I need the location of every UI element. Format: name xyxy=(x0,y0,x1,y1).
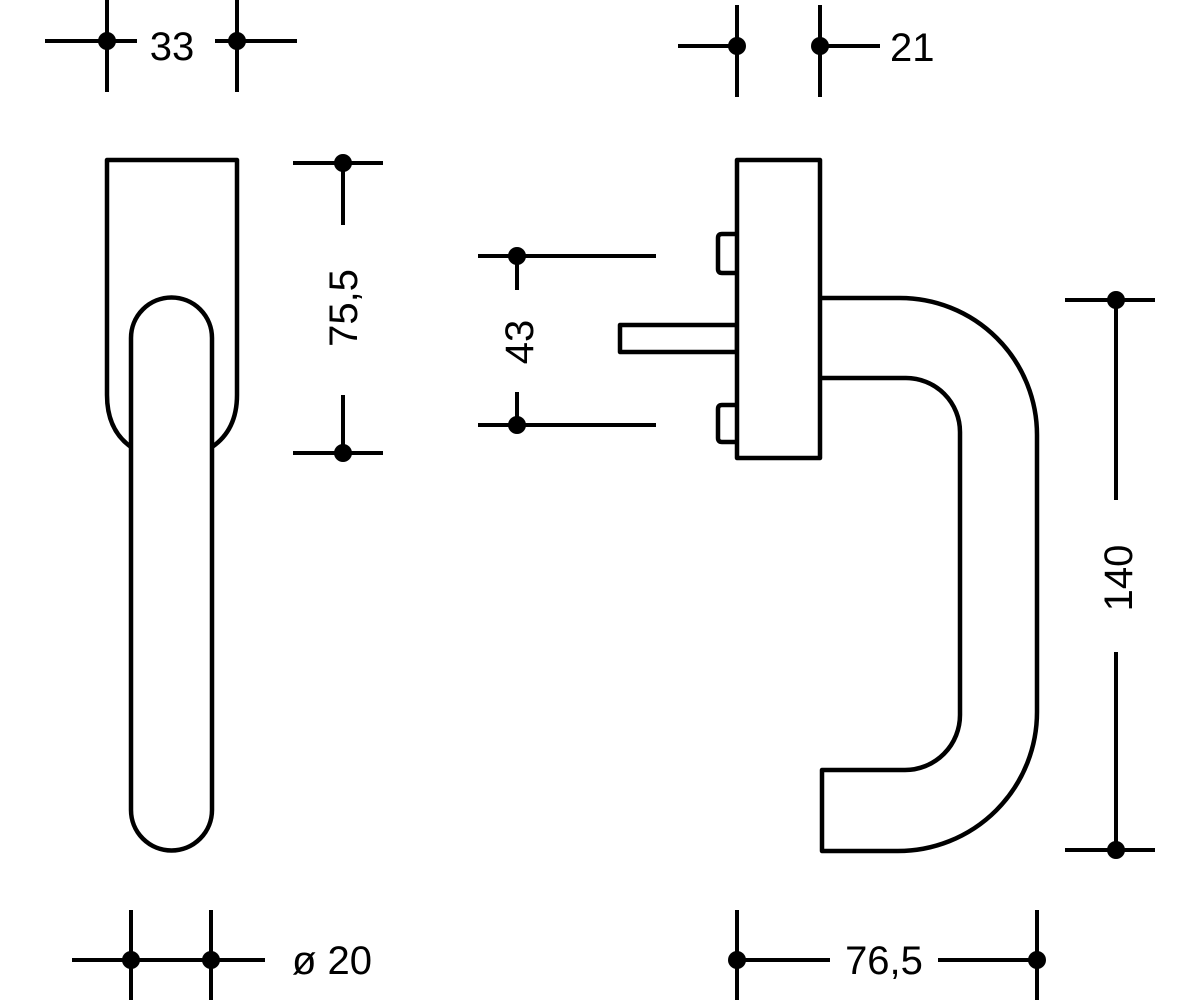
dimension-lever-diameter: ø 20 xyxy=(72,910,372,1000)
side-view xyxy=(617,157,1040,854)
dim-label-76-5: 76,5 xyxy=(845,939,923,983)
dim-label-21: 21 xyxy=(890,26,935,70)
dimension-handle-drop: 140 xyxy=(1065,291,1155,859)
handle-side xyxy=(812,295,1040,854)
dimension-handle-projection: 76,5 xyxy=(728,910,1046,1000)
dim-label-75-5: 75,5 xyxy=(322,269,366,347)
screw-pin-bottom xyxy=(715,402,737,445)
front-view xyxy=(104,157,240,853)
dim-label-140: 140 xyxy=(1097,545,1141,612)
lever-front xyxy=(128,295,215,853)
rose-side xyxy=(734,157,823,461)
dimension-screw-spacing: 43 xyxy=(478,247,656,434)
dim-label-33: 33 xyxy=(150,25,195,69)
dimension-rose-depth: 21 xyxy=(678,5,935,97)
spindle xyxy=(617,322,740,355)
dim-label-diameter-20: ø 20 xyxy=(292,939,372,983)
dim-label-43: 43 xyxy=(498,320,542,365)
screw-pin-top xyxy=(715,231,737,276)
dimension-rose-width: 33 xyxy=(45,0,297,92)
dimension-rose-height: 75,5 xyxy=(293,154,383,462)
